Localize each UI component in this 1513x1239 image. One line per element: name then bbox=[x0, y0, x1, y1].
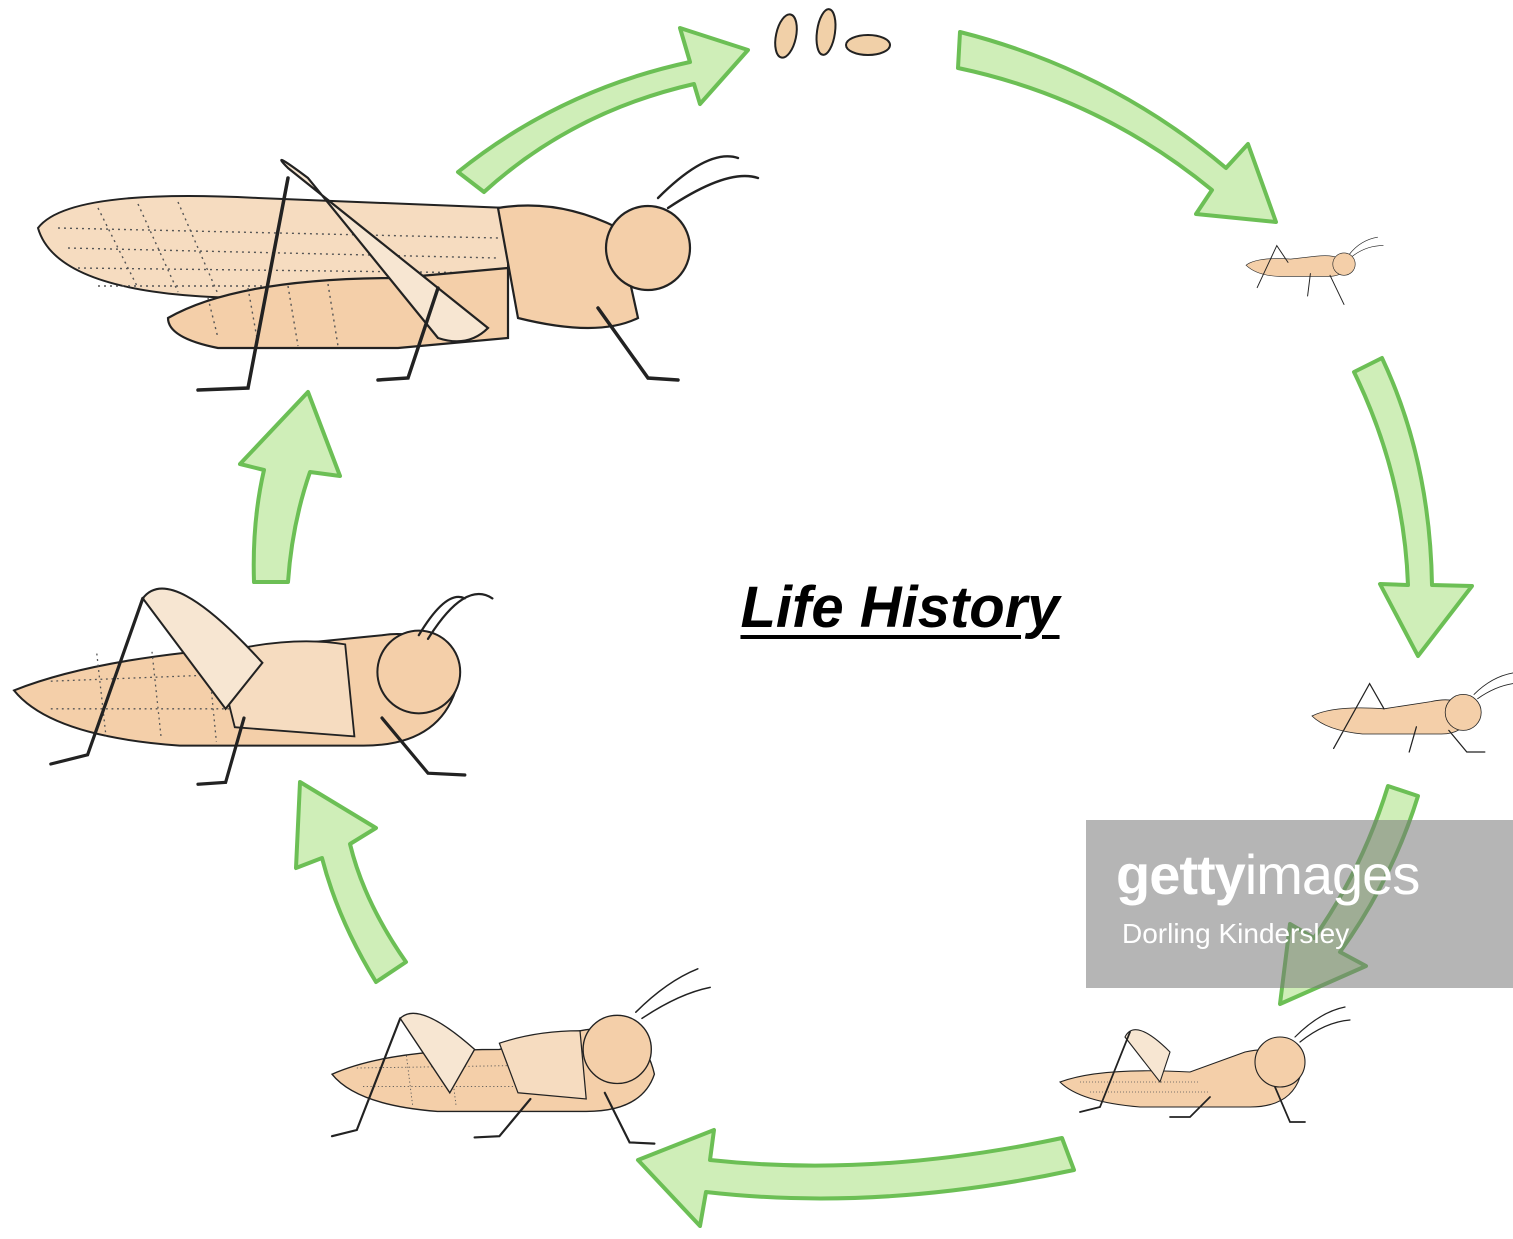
arrow-adult-to-eggs bbox=[458, 28, 748, 192]
egg bbox=[814, 8, 838, 56]
nymph-3-illustration bbox=[1060, 1007, 1350, 1122]
nymph-2-illustration bbox=[1312, 673, 1513, 752]
arrow-nymph-4-to-nymph-5 bbox=[296, 782, 406, 982]
egg bbox=[846, 35, 890, 55]
arrow-nymph-5-to-adult bbox=[240, 392, 340, 582]
arrow-eggs-to-nymph-1 bbox=[958, 32, 1276, 222]
watermark-brand-light: images bbox=[1245, 843, 1420, 906]
adult-illustration bbox=[38, 156, 758, 390]
egg bbox=[772, 12, 801, 59]
nymph-1-illustration bbox=[1246, 237, 1383, 304]
nymph-4-illustration bbox=[332, 969, 710, 1144]
arrow-nymph-3-to-nymph-4 bbox=[638, 1130, 1074, 1226]
watermark-overlay: gettyimages Dorling Kindersley bbox=[1086, 820, 1513, 988]
diagram-title: Life History bbox=[700, 574, 1100, 641]
watermark-credit: Dorling Kindersley bbox=[1122, 918, 1349, 950]
eggs-illustration bbox=[772, 8, 890, 60]
watermark-brand-bold: getty bbox=[1116, 843, 1245, 906]
arrow-nymph-1-to-nymph-2 bbox=[1354, 358, 1472, 656]
watermark-brand: gettyimages bbox=[1116, 842, 1419, 907]
nymph-5-illustration bbox=[14, 589, 492, 785]
